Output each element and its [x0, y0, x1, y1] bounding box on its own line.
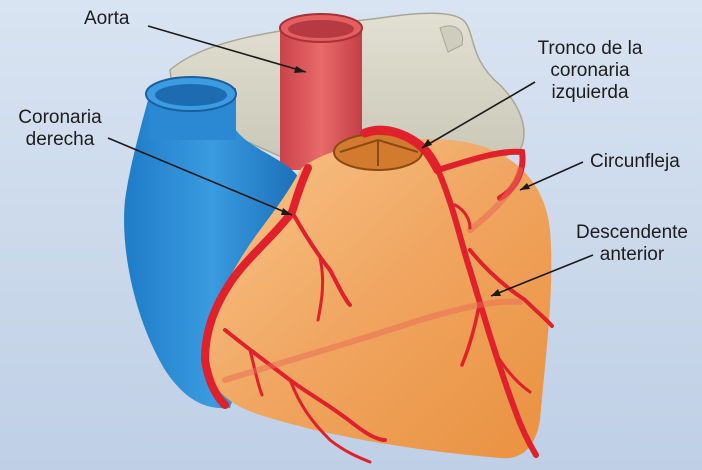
label-coronaria-derecha: Coronaria derecha — [10, 107, 110, 151]
label-coronaria-derecha-line2: derecha — [10, 129, 110, 151]
label-descendente-line2: anterior — [571, 244, 693, 266]
label-tronco-line2: coronaria — [525, 60, 655, 82]
label-coronaria-derecha-line1: Coronaria — [10, 107, 110, 129]
label-tronco-line3: izquierda — [525, 82, 655, 104]
label-descendente-anterior: Descendente anterior — [571, 222, 693, 266]
label-tronco-line1: Tronco de la — [525, 38, 655, 60]
label-descendente-line1: Descendente — [571, 222, 693, 244]
circunfleja-leader — [520, 162, 583, 190]
label-aorta: Aorta — [84, 8, 129, 30]
label-tronco-coronaria-izquierda: Tronco de la coronaria izquierda — [525, 38, 655, 104]
label-circunfleja: Circunfleja — [590, 151, 680, 173]
